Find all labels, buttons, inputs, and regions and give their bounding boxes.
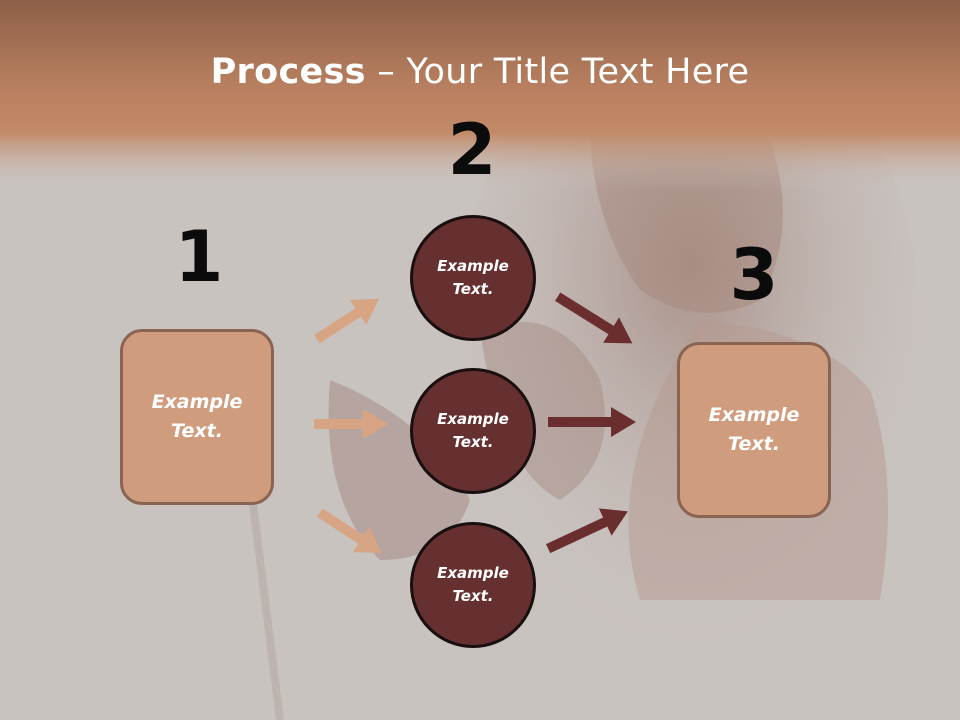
step-1-text: Example Text. bbox=[151, 391, 243, 442]
arrow-top-circle-to-box3 bbox=[555, 292, 633, 344]
step-number-3: 3 bbox=[729, 234, 779, 316]
step-number-2: 2 bbox=[447, 109, 497, 191]
step-3-text: Example Text. bbox=[708, 404, 800, 455]
step-2-circle-bottom: Example Text. bbox=[410, 522, 536, 648]
step-number-1: 1 bbox=[174, 216, 224, 298]
step-2-circle-middle: Example Text. bbox=[410, 368, 536, 494]
step-2-circle-bottom-text: Example Text. bbox=[437, 564, 509, 605]
slide-title: Process – Your Title Text Here bbox=[0, 52, 960, 92]
step-2-circle-middle-text: Example Text. bbox=[437, 410, 509, 451]
arrow-box1-to-top-circle bbox=[314, 298, 380, 344]
step-3-box: Example Text. bbox=[677, 342, 831, 518]
step-1-box: Example Text. bbox=[120, 329, 274, 505]
arrow-box1-to-bottom-circle bbox=[317, 508, 383, 554]
arrow-middle-circle-to-box3 bbox=[548, 407, 636, 437]
title-bold: Process bbox=[210, 52, 366, 92]
step-2-circle-top: Example Text. bbox=[410, 215, 536, 341]
step-2-circle-top-text: Example Text. bbox=[437, 257, 509, 298]
arrow-box1-to-middle-circle bbox=[314, 409, 388, 439]
title-rest: – Your Title Text Here bbox=[365, 52, 750, 92]
arrow-bottom-circle-to-box3 bbox=[546, 508, 628, 554]
